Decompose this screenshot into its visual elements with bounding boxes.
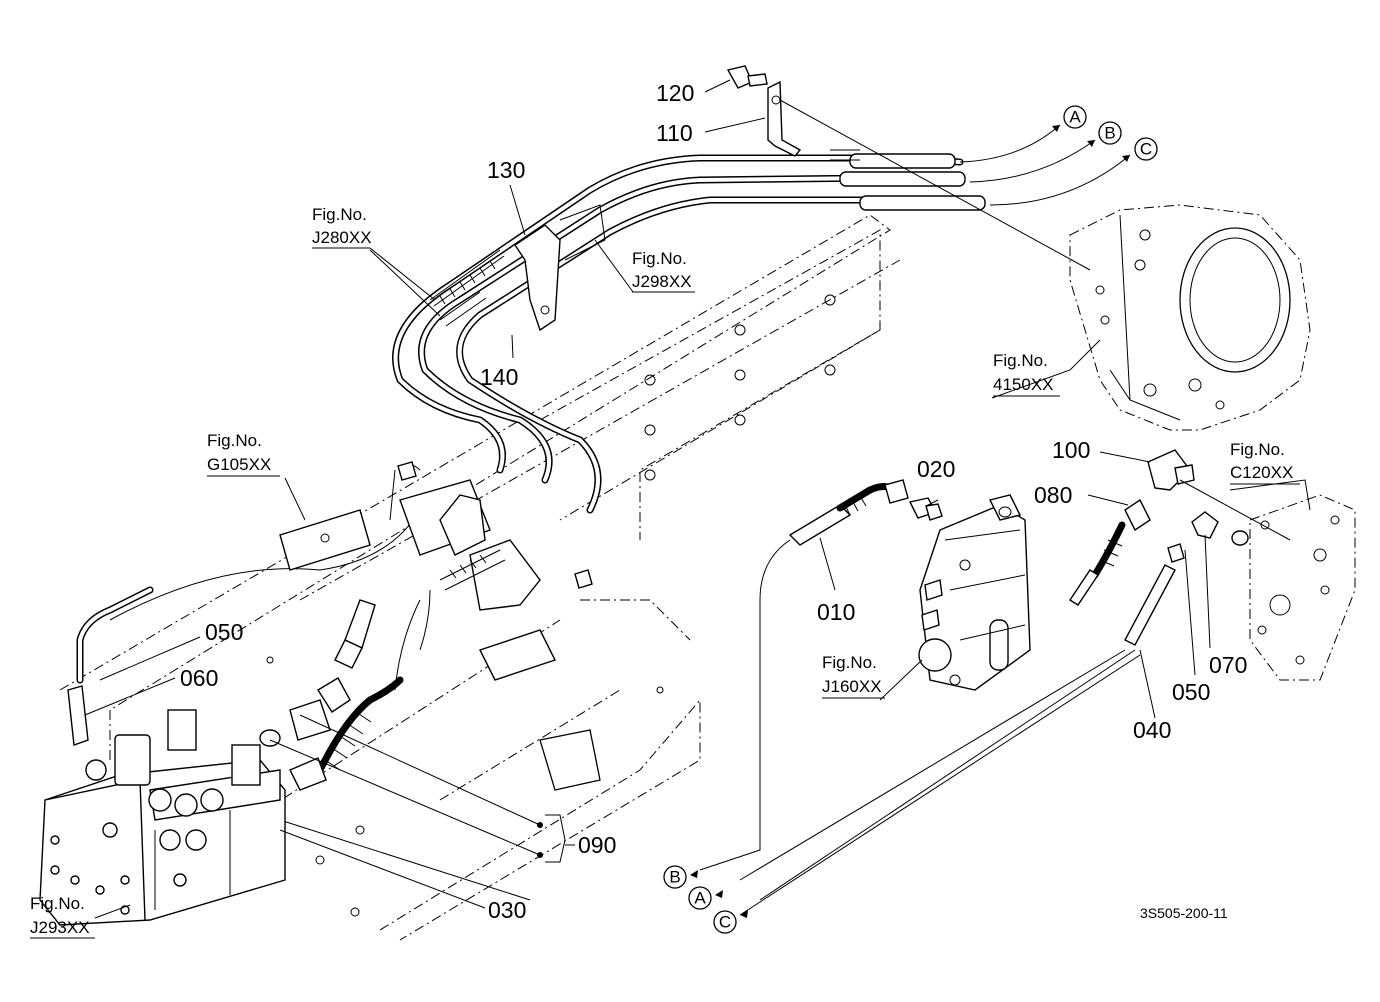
label-130: 130 — [487, 157, 525, 183]
label-050-right: 050 — [1172, 679, 1210, 705]
svg-text:J293XX: J293XX — [30, 918, 90, 937]
label-110: 110 — [656, 120, 693, 146]
transmission-housing — [1069, 204, 1311, 431]
label-070: 070 — [1209, 652, 1247, 678]
fig-ref-j280: Fig.No. J280XX — [312, 205, 372, 247]
label-060: 060 — [180, 665, 218, 691]
connector-b-top: B — [1098, 121, 1122, 145]
label-100: 100 — [1052, 437, 1090, 463]
fig-ref-c120: Fig.No. C120XX — [1230, 440, 1293, 482]
label-120: 120 — [656, 80, 694, 106]
bracket-110 — [767, 80, 802, 157]
hose-080 — [1069, 498, 1151, 606]
svg-text:Fig.No.: Fig.No. — [822, 653, 877, 672]
label-020: 020 — [917, 456, 955, 482]
adapter-020 — [908, 497, 943, 521]
label-050-left: 050 — [205, 619, 243, 645]
fig-ref-j293: Fig.No. J293XX — [30, 894, 90, 937]
connector-c-top: C — [1134, 137, 1158, 161]
label-080: 080 — [1034, 482, 1072, 508]
svg-text:Fig.No.: Fig.No. — [207, 431, 262, 450]
fig-ref-j160: Fig.No. J160XX — [822, 653, 882, 696]
svg-text:C: C — [1140, 140, 1152, 159]
svg-text:J298XX: J298XX — [632, 272, 692, 291]
svg-text:C: C — [719, 913, 731, 932]
label-010: 010 — [817, 599, 855, 625]
svg-text:J160XX: J160XX — [822, 677, 882, 696]
svg-text:Fig.No.: Fig.No. — [993, 351, 1048, 370]
svg-text:A: A — [1069, 108, 1081, 127]
svg-text:C120XX: C120XX — [1230, 463, 1293, 482]
hose-010 — [699, 479, 909, 871]
svg-text:Fig.No.: Fig.No. — [1230, 440, 1285, 459]
svg-text:4150XX: 4150XX — [993, 375, 1054, 394]
svg-text:A: A — [694, 889, 706, 908]
fig-ref-g105: Fig.No. G105XX — [207, 431, 271, 474]
hydraulic-pipe-bundle — [392, 149, 986, 514]
leader-lines — [84, 79, 1311, 919]
svg-text:B: B — [669, 868, 680, 887]
label-090: 090 — [578, 832, 616, 858]
connector-arrows-top — [959, 124, 1131, 206]
valve-block — [39, 685, 286, 926]
label-140: 140 — [480, 364, 518, 390]
leader-bracket-to-housing — [779, 99, 1091, 271]
hose-040 — [739, 543, 1185, 901]
fig-ref-4150: Fig.No. 4150XX — [993, 351, 1054, 394]
bolt-120 — [726, 65, 768, 89]
connector-arrows-bottom — [690, 654, 1141, 918]
connector-b-bottom: B — [663, 865, 687, 889]
control-valve — [918, 494, 1031, 691]
svg-text:Fig.No.: Fig.No. — [312, 205, 367, 224]
connector-a-bottom: A — [688, 886, 712, 910]
elbow-070 — [1191, 511, 1249, 546]
svg-text:Fig.No.: Fig.No. — [632, 249, 687, 268]
fig-ref-j298: Fig.No. J298XX — [632, 249, 692, 291]
svg-text:J280XX: J280XX — [312, 228, 372, 247]
svg-text:B: B — [1104, 124, 1115, 143]
lower-pipes — [76, 461, 593, 691]
connector-a-top: A — [1063, 105, 1087, 129]
label-030: 030 — [488, 897, 526, 923]
drawing-code: 3S505-200-11 — [1140, 905, 1228, 921]
label-040: 040 — [1133, 717, 1171, 743]
cover-plate — [1249, 494, 1356, 681]
svg-text:Fig.No.: Fig.No. — [30, 894, 85, 913]
svg-text:G105XX: G105XX — [207, 455, 271, 474]
connector-c-bottom: C — [713, 910, 737, 934]
